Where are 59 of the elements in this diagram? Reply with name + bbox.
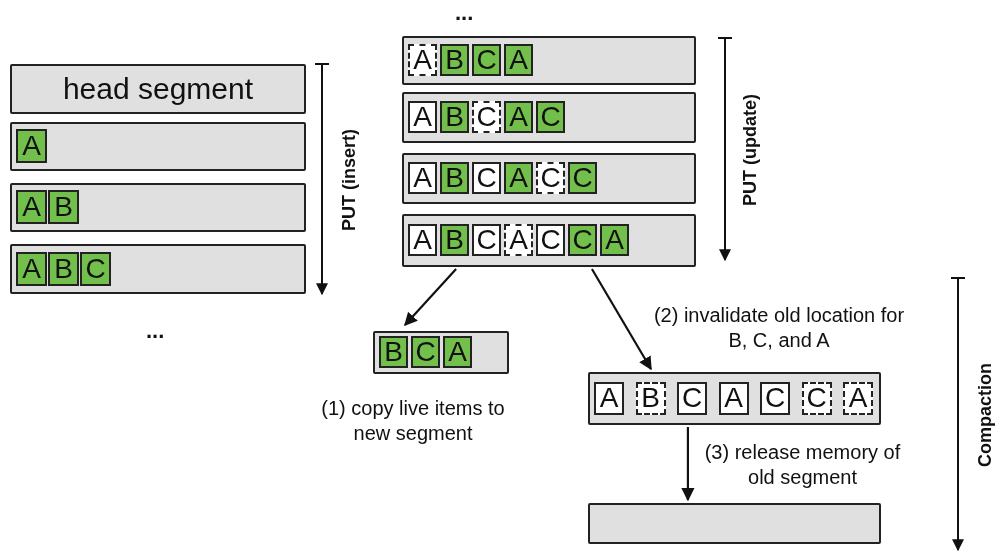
- data-item: A: [843, 381, 873, 415]
- data-item: A: [594, 381, 624, 415]
- data-item: A: [718, 381, 749, 415]
- step-caption: (1) copy live items to new segment: [320, 396, 506, 446]
- memory-segment: [588, 503, 881, 544]
- arrow: [681, 427, 695, 502]
- data-item: B: [48, 251, 79, 286]
- memory-segment: [402, 214, 696, 267]
- data-item: A: [504, 44, 533, 76]
- memory-segment: [10, 64, 306, 114]
- axis-label: PUT (update): [739, 94, 761, 206]
- data-item: B: [635, 381, 666, 415]
- memory-segment: [373, 331, 509, 374]
- data-item: C: [568, 162, 597, 194]
- arrow: [590, 268, 652, 371]
- memory-segment: [402, 92, 696, 143]
- data-item: C: [536, 224, 565, 256]
- data-item: A: [408, 44, 437, 76]
- ellipsis: ...: [455, 2, 474, 24]
- data-item: C: [411, 336, 440, 368]
- axis-label: Compaction: [974, 363, 996, 467]
- data-item: A: [504, 224, 533, 256]
- memory-segment: [402, 153, 696, 204]
- data-item: B: [440, 162, 469, 194]
- data-item: A: [504, 162, 533, 194]
- data-item: A: [408, 162, 437, 194]
- data-item: C: [801, 381, 832, 415]
- data-item: B: [379, 336, 408, 368]
- memory-segment: [588, 372, 881, 425]
- segment-label: head segment: [61, 72, 255, 106]
- data-item: A: [408, 224, 437, 256]
- memory-segment: [10, 183, 306, 232]
- data-item: A: [504, 101, 533, 133]
- data-item: C: [472, 162, 501, 194]
- ellipsis: ...: [146, 320, 165, 342]
- data-item: C: [677, 381, 707, 415]
- data-item: A: [16, 190, 47, 224]
- memory-segment: [10, 244, 306, 294]
- data-item: C: [568, 224, 597, 256]
- data-item: A: [16, 129, 47, 163]
- memory-segment: [10, 122, 306, 171]
- data-item: C: [472, 101, 501, 133]
- arrow: [404, 268, 457, 326]
- data-item: A: [600, 224, 629, 256]
- axis-label: PUT (insert): [338, 129, 360, 231]
- data-item: B: [440, 44, 469, 76]
- data-item: C: [536, 101, 565, 133]
- data-item: C: [472, 224, 501, 256]
- data-item: B: [440, 224, 469, 256]
- data-item: C: [472, 44, 501, 76]
- data-item: A: [408, 101, 437, 133]
- memory-segment: [402, 36, 696, 85]
- data-item: C: [760, 381, 790, 415]
- data-item: C: [80, 251, 111, 286]
- data-item: A: [443, 336, 472, 368]
- data-item: A: [16, 251, 47, 286]
- data-item: B: [48, 190, 79, 224]
- data-item: C: [536, 162, 565, 194]
- data-item: B: [440, 101, 469, 133]
